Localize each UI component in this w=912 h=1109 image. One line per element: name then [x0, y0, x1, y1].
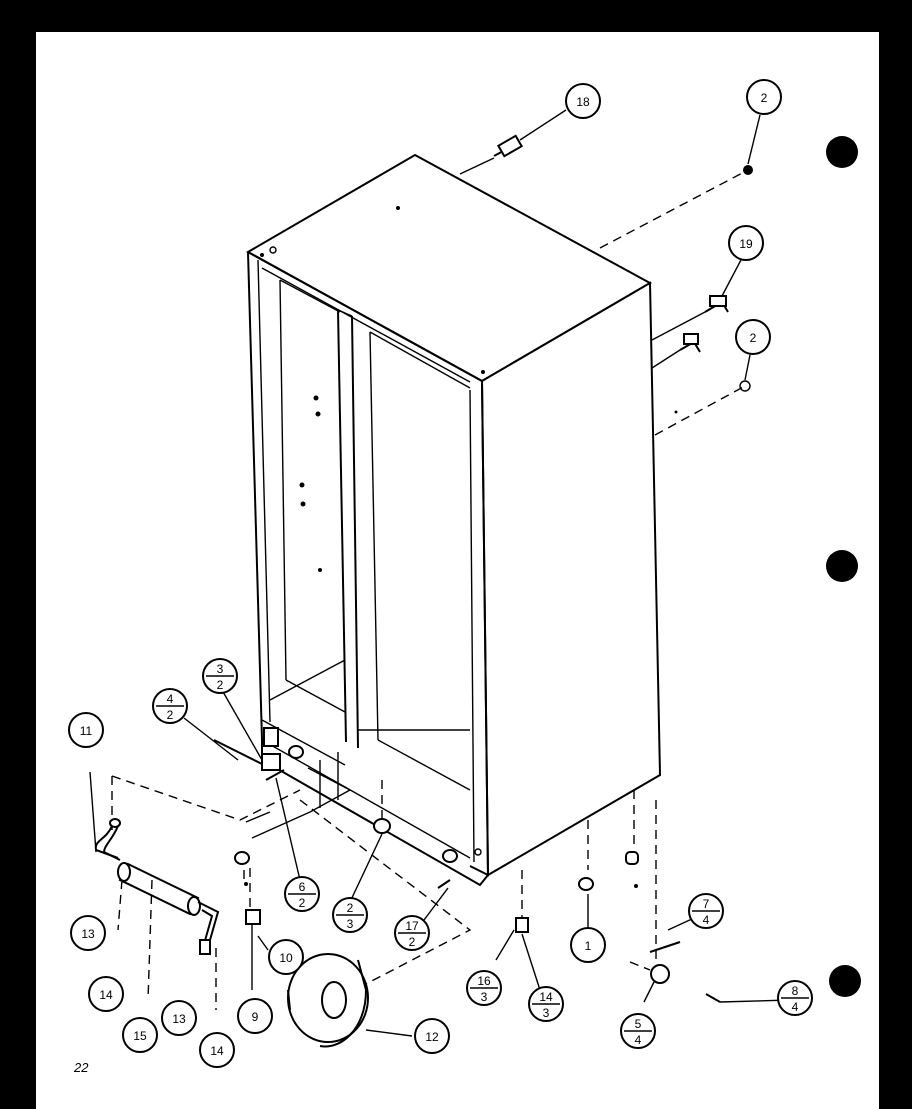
- binder-hole-top: [826, 136, 858, 168]
- svg-text:10: 10: [279, 951, 293, 965]
- part-16-clip: [495, 917, 541, 991]
- svg-text:14: 14: [210, 1044, 224, 1058]
- callout-17-over-2: 172: [394, 915, 430, 951]
- svg-text:2: 2: [347, 901, 354, 915]
- svg-text:2: 2: [299, 896, 306, 910]
- svg-text:2: 2: [167, 708, 174, 722]
- callout-10: 10: [268, 939, 304, 975]
- svg-text:12: 12: [425, 1030, 439, 1044]
- callout-16-over-3: 163: [466, 970, 502, 1006]
- svg-text:13: 13: [81, 927, 95, 941]
- part-19-brackets: [651, 257, 743, 369]
- svg-text:8: 8: [792, 984, 799, 998]
- part-drain-tube-assembly: [89, 771, 220, 1010]
- callout-19: 19: [728, 225, 764, 261]
- svg-text:4: 4: [703, 913, 710, 927]
- callout-3-over-2: 32: [202, 658, 238, 694]
- svg-text:4: 4: [167, 692, 174, 706]
- callout-8-over-4: 84: [777, 980, 813, 1016]
- svg-text:2: 2: [761, 91, 768, 105]
- refrigerator-cabinet: [245, 153, 662, 887]
- callout-11: 11: [68, 712, 104, 748]
- svg-text:14: 14: [99, 988, 113, 1002]
- svg-text:1: 1: [585, 939, 592, 953]
- callout-13-right: 13: [161, 1000, 197, 1036]
- part-18-fitting: [459, 109, 567, 175]
- callout-13-left: 13: [70, 915, 106, 951]
- svg-text:13: 13: [172, 1012, 186, 1026]
- callout-14-right: 14: [199, 1032, 235, 1068]
- part-5-7-8-assembly: [629, 917, 791, 1003]
- svg-text:15: 15: [133, 1029, 147, 1043]
- callout-15: 15: [122, 1017, 158, 1053]
- part-2-nut-lower: [654, 354, 751, 436]
- svg-text:18: 18: [576, 95, 590, 109]
- callout-7-over-4: 74: [688, 893, 724, 929]
- svg-text:11: 11: [80, 724, 93, 738]
- svg-text:9: 9: [252, 1010, 259, 1024]
- callout-1: 1: [570, 927, 606, 963]
- callout-14-over-3: 143: [528, 986, 564, 1022]
- svg-text:17: 17: [405, 919, 419, 933]
- callout-18: 18: [565, 83, 601, 119]
- callout-2-upper: 2: [746, 79, 782, 115]
- callout-14-left: 14: [88, 976, 124, 1012]
- part-valve-assembly: [213, 739, 285, 823]
- svg-text:7: 7: [703, 897, 710, 911]
- callout-12: 12: [414, 1018, 450, 1054]
- binder-hole-bottom: [829, 965, 861, 997]
- callout-2-over-3: 23: [332, 897, 368, 933]
- svg-text:4: 4: [792, 1000, 799, 1014]
- svg-text:2: 2: [217, 678, 224, 692]
- svg-text:3: 3: [543, 1006, 550, 1020]
- svg-text:5: 5: [635, 1017, 642, 1031]
- callout-5-over-4: 54: [620, 1013, 656, 1049]
- svg-text:16: 16: [477, 974, 491, 988]
- svg-text:2: 2: [409, 935, 416, 949]
- part-17-screw: [423, 879, 451, 921]
- svg-text:14: 14: [539, 990, 553, 1004]
- svg-text:6: 6: [299, 880, 306, 894]
- binder-hole-middle: [826, 550, 858, 582]
- svg-text:19: 19: [739, 237, 753, 251]
- svg-text:3: 3: [347, 917, 354, 931]
- callout-2-lower: 2: [735, 319, 771, 355]
- page-number: 22: [73, 1060, 89, 1075]
- callout-9: 9: [237, 998, 273, 1034]
- part-12-insulation-ring: [287, 953, 413, 1048]
- svg-text:3: 3: [481, 990, 488, 1004]
- callout-6-over-2: 62: [284, 876, 320, 912]
- svg-text:3: 3: [217, 662, 224, 676]
- part-2-nut-upper: [599, 114, 761, 249]
- leveling-legs: [288, 745, 657, 960]
- callout-4-over-2: 42: [152, 688, 188, 724]
- svg-text:2: 2: [750, 331, 757, 345]
- part-9-10-clip: [245, 909, 269, 990]
- svg-text:4: 4: [635, 1033, 642, 1047]
